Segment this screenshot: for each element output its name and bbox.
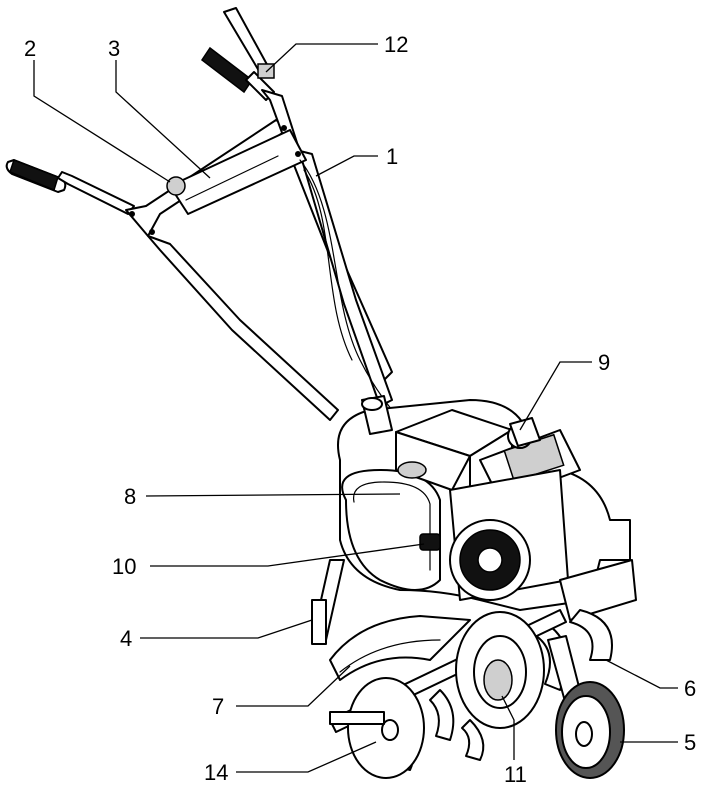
callout-5: 5 bbox=[684, 730, 697, 755]
callout-2: 2 bbox=[24, 36, 37, 61]
leader-9 bbox=[519, 361, 592, 431]
tine-assembly bbox=[329, 559, 637, 779]
leader-14 bbox=[236, 741, 377, 773]
callout-10: 10 bbox=[112, 554, 137, 579]
leader-6 bbox=[605, 659, 678, 689]
leader-11 bbox=[501, 695, 515, 760]
handlebar bbox=[5, 7, 393, 421]
leader-7 bbox=[236, 665, 351, 707]
callout-4: 4 bbox=[120, 626, 133, 651]
leader-4 bbox=[140, 619, 313, 639]
leader-12 bbox=[265, 43, 378, 73]
leader-lines bbox=[33, 43, 678, 773]
callout-3: 3 bbox=[108, 36, 121, 61]
callout-1: 1 bbox=[386, 144, 399, 169]
leader-1 bbox=[315, 155, 378, 177]
callout-14: 14 bbox=[204, 760, 229, 785]
leader-3 bbox=[115, 60, 211, 179]
callout-7: 7 bbox=[212, 694, 225, 719]
callout-12: 12 bbox=[384, 32, 409, 57]
leader-8 bbox=[145, 493, 401, 497]
leader-2 bbox=[33, 60, 171, 183]
leader-10 bbox=[150, 543, 425, 567]
callout-9: 9 bbox=[598, 350, 611, 375]
engine bbox=[337, 395, 631, 611]
callout-11: 11 bbox=[504, 762, 527, 787]
callout-6: 6 bbox=[684, 676, 697, 701]
depth-stake bbox=[311, 559, 345, 645]
transport-wheel bbox=[547, 635, 625, 779]
callout-8: 8 bbox=[124, 484, 137, 509]
